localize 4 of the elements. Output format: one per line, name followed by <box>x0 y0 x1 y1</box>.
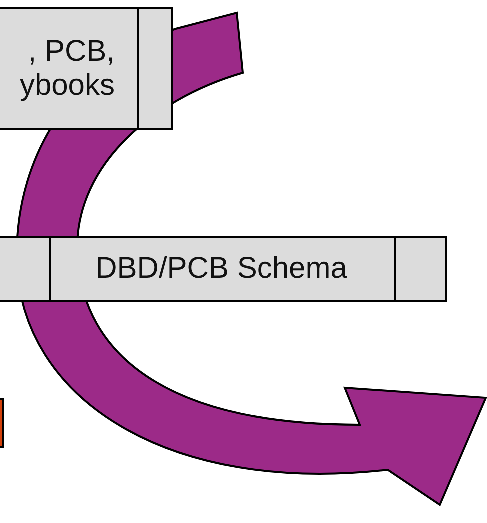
label-box <box>0 236 447 302</box>
box-label: , PCB, ybooks <box>18 34 115 102</box>
label-box <box>0 7 173 130</box>
box-label: DBD/PCB Schema <box>94 252 348 286</box>
